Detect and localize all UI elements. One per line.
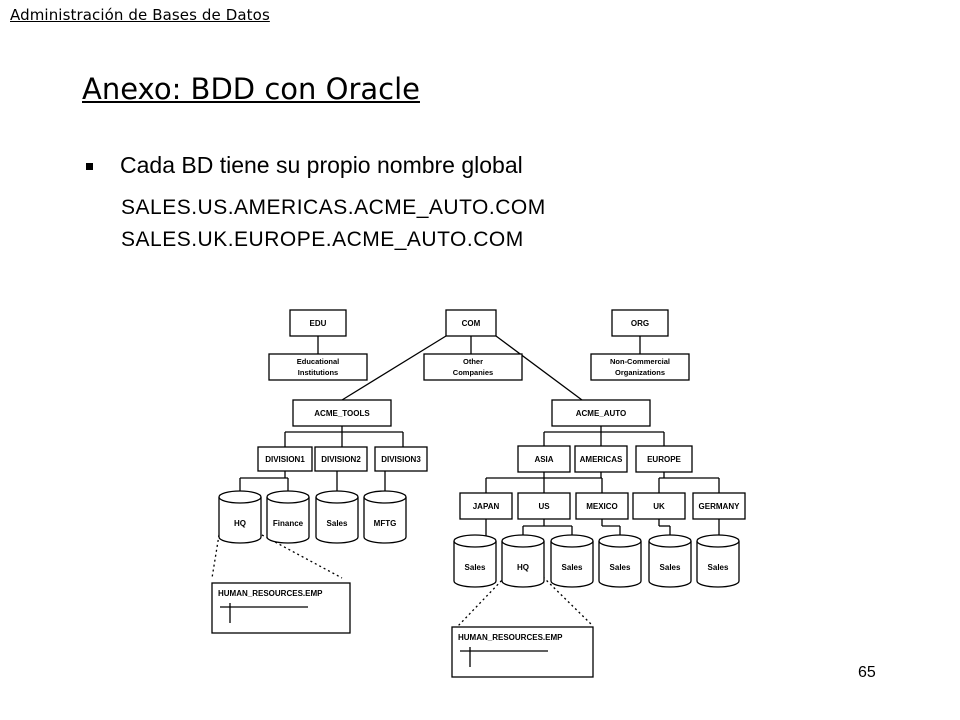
node-europe-label: EUROPE (647, 455, 681, 464)
global-name-uk: SALES.UK.EUROPE.ACME_AUTO.COM (121, 228, 524, 251)
zoom-left-a (211, 534, 220, 579)
node-acme-tools (292, 399, 392, 427)
table-panel-auto-label: HUMAN_RESOURCES.EMP (458, 633, 563, 642)
node-com-label: COM (462, 319, 481, 328)
db-tools-1-label: HQ (234, 519, 246, 528)
node-com-desc-label-1: Other (463, 357, 483, 366)
zoom-right-a (457, 576, 506, 627)
node-americas-label: AMERICAS (580, 455, 623, 464)
db-auto-3 (550, 541, 594, 588)
node-org-label: ORG (631, 319, 649, 328)
node-division2-label: DIVISION2 (321, 455, 361, 464)
node-division1 (257, 446, 313, 472)
db-auto-6 (696, 541, 740, 588)
db-auto-1 (453, 541, 497, 588)
bullet-text: Cada BD tiene su propio nombre global (120, 152, 523, 178)
db-tools-1 (218, 497, 262, 544)
db-auto-2-label: HQ (517, 563, 529, 572)
db-tools-3-top (315, 490, 359, 504)
node-division3 (374, 446, 428, 472)
node-mexico-label: MEXICO (586, 502, 618, 511)
node-acme-auto (551, 399, 651, 427)
bullet-point: Cada BD tiene su propio nombre global (86, 152, 523, 179)
db-tools-4 (363, 497, 407, 544)
db-auto-5-label: Sales (660, 563, 681, 572)
db-auto-4-top (598, 534, 642, 548)
node-japan-label: JAPAN (473, 502, 500, 511)
node-com-desc-label-2: Companies (453, 368, 493, 377)
node-us (517, 492, 571, 520)
course-header: Administración de Bases de Datos (10, 6, 270, 24)
db-auto-6-label: Sales (708, 563, 729, 572)
db-tools-2-label: Finance (273, 519, 304, 528)
node-uk (632, 492, 686, 520)
db-auto-5-top (648, 534, 692, 548)
db-auto-6-top (696, 534, 740, 548)
table-panel-tools (211, 582, 351, 634)
zoom-right-b (542, 576, 594, 627)
db-auto-1-top (453, 534, 497, 548)
node-org-desc-label-2: Organizations (615, 368, 665, 377)
node-americas (574, 445, 628, 473)
node-edu-label: EDU (310, 319, 327, 328)
square-bullet-icon (86, 163, 93, 170)
node-germany (692, 492, 746, 520)
db-auto-4-label: Sales (610, 563, 631, 572)
node-acme-tools-label: ACME_TOOLS (314, 409, 370, 418)
node-division1-label: DIVISION1 (265, 455, 305, 464)
node-japan (459, 492, 513, 520)
node-acme-auto-label: ACME_AUTO (576, 409, 627, 418)
slide-title: Anexo: BDD con Oracle (82, 72, 420, 106)
db-tools-2 (266, 497, 310, 544)
table-panel-tools-label: HUMAN_RESOURCES.EMP (218, 589, 323, 598)
db-auto-2 (501, 541, 545, 588)
global-name-us: SALES.US.AMERICAS.ACME_AUTO.COM (121, 196, 546, 219)
db-tools-3 (315, 497, 359, 544)
node-mexico (575, 492, 629, 520)
node-org-desc-label-1: Non-Commercial (610, 357, 670, 366)
table-panel-auto (451, 626, 594, 678)
node-org-desc (590, 353, 690, 381)
page-number: 65 (858, 664, 876, 681)
node-division2 (314, 446, 368, 472)
node-edu-desc-label-1: Educational (297, 357, 340, 366)
node-edu (289, 309, 347, 337)
db-auto-3-label: Sales (562, 563, 583, 572)
node-uk-label: UK (653, 502, 665, 511)
node-com-desc (423, 353, 523, 381)
edge-com-auto (495, 335, 583, 401)
db-tools-1-top (218, 490, 262, 504)
db-tools-3-label: Sales (327, 519, 348, 528)
db-auto-2-top (501, 534, 545, 548)
db-auto-1-label: Sales (465, 563, 486, 572)
db-auto-3-top (550, 534, 594, 548)
edge-com-tools (341, 335, 447, 401)
node-org (611, 309, 669, 337)
node-asia-label: ASIA (534, 455, 553, 464)
db-tools-4-top (363, 490, 407, 504)
db-auto-5 (648, 541, 692, 588)
db-auto-4 (598, 541, 642, 588)
node-us-label: US (538, 502, 550, 511)
node-division3-label: DIVISION3 (381, 455, 421, 464)
node-germany-label: GERMANY (699, 502, 741, 511)
node-europe (635, 445, 693, 473)
node-edu-desc (268, 353, 368, 381)
node-com (445, 309, 497, 337)
node-edu-desc-label-2: Institutions (298, 368, 338, 377)
node-asia (517, 445, 571, 473)
db-tools-4-label: MFTG (374, 519, 397, 528)
db-tools-2-top (266, 490, 310, 504)
